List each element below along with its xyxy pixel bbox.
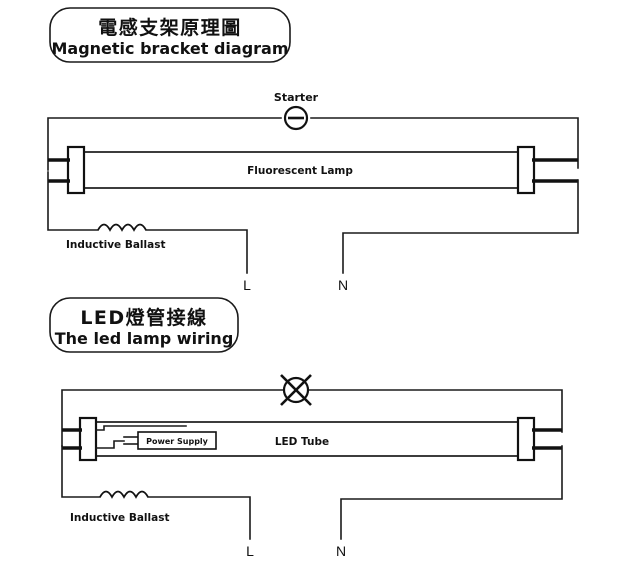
led-inductive-ballast-coil <box>99 490 149 499</box>
live-wire-to-L <box>145 229 248 274</box>
ballast-wire-left <box>47 171 99 231</box>
terminal-label-neutral-top: N <box>338 277 348 293</box>
starter-cross-stroke-2 <box>280 374 312 406</box>
led-tube-right-endcap <box>516 416 536 462</box>
title-en-magnetic-bracket: Magnetic bracket diagram <box>51 39 288 58</box>
inductive-ballast-label: Inductive Ballast <box>66 239 165 251</box>
title-cn-magnetic-bracket: 電感支架原理圖 <box>98 16 242 39</box>
title-en-led-wiring: The led lamp wiring <box>55 329 234 348</box>
top-wire-left-segment <box>47 117 282 171</box>
led-top-wire-left-segment <box>61 389 284 447</box>
led-live-wire-to-L <box>147 496 251 540</box>
inductive-ballast-coil <box>97 223 147 232</box>
section-led-lamp-wiring: LED燈管接線 The led lamp wiring Power Supply <box>49 297 563 559</box>
top-wire-right-segment <box>310 117 579 169</box>
terminal-label-live-bottom: L <box>246 543 254 559</box>
starter-label: Starter <box>274 91 319 104</box>
fluorescent-tube-right-endcap <box>516 145 536 195</box>
title-cn-led-wiring: LED燈管接線 <box>80 306 207 329</box>
fluorescent-tube-left-endcap <box>66 145 86 195</box>
led-ballast-wire-left <box>61 445 101 498</box>
psu-internal-wire-lower <box>95 440 125 449</box>
power-supply-module <box>137 431 217 450</box>
terminal-label-neutral-bottom: N <box>336 543 346 559</box>
starter-symbol <box>283 105 309 131</box>
title-box-led-wiring: LED燈管接線 The led lamp wiring <box>49 297 239 353</box>
power-supply-label: Power Supply <box>146 437 209 446</box>
led-tube-left-endcap <box>78 416 98 462</box>
led-inductive-ballast-label: Inductive Ballast <box>70 512 169 524</box>
led-neutral-wire-to-N <box>340 445 563 540</box>
neutral-wire-to-N <box>342 179 579 274</box>
section-magnetic-bracket: 電感支架原理圖 Magnetic bracket diagram Starter… <box>47 7 579 293</box>
title-box-magnetic-bracket: 電感支架原理圖 Magnetic bracket diagram <box>49 7 291 63</box>
fluorescent-lamp-label: Fluorescent Lamp <box>247 165 353 177</box>
terminal-label-live-top: L <box>243 277 251 293</box>
title-box-outline <box>49 7 291 63</box>
led-top-wire-right-segment <box>308 389 563 433</box>
psu-internal-wire-upper <box>95 425 187 431</box>
title-box-outline-led <box>49 297 239 353</box>
starter-removed-symbol <box>280 374 312 406</box>
led-tube-label: LED Tube <box>275 436 329 448</box>
